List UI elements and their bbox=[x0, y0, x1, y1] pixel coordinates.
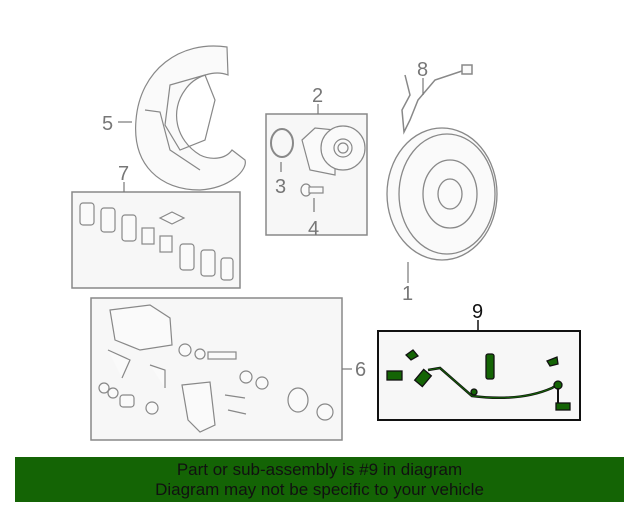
callout-2[interactable]: 2 bbox=[312, 85, 323, 107]
callout-8[interactable]: 8 bbox=[417, 59, 428, 81]
caliper-parts-drawing[interactable] bbox=[98, 304, 334, 433]
o-ring-drawing[interactable] bbox=[270, 128, 294, 158]
brake-pads-drawing[interactable] bbox=[79, 202, 234, 281]
callout-4[interactable]: 4 bbox=[308, 218, 319, 240]
callout-9[interactable]: 9 bbox=[472, 301, 483, 323]
banner-line-1: Part or sub-assembly is #9 in diagram bbox=[176, 460, 463, 479]
banner-line-2: Diagram may not be specific to your vehi… bbox=[155, 480, 484, 499]
sensor-bracket-drawing[interactable] bbox=[401, 64, 473, 135]
abs-sensor-box bbox=[377, 330, 581, 421]
callout-7[interactable]: 7 bbox=[118, 163, 129, 185]
abs-sensor-drawing[interactable] bbox=[386, 349, 571, 411]
callout-5[interactable]: 5 bbox=[102, 113, 113, 135]
hub-drawing[interactable] bbox=[301, 125, 366, 176]
splash-shield-drawing[interactable] bbox=[135, 45, 246, 191]
callout-1[interactable]: 1 bbox=[402, 283, 413, 305]
callout-3[interactable]: 3 bbox=[275, 176, 286, 198]
fitment-banner: Part or sub-assembly is #9 in diagram Di… bbox=[15, 457, 624, 502]
callout-6[interactable]: 6 bbox=[355, 359, 366, 381]
rotor-drawing[interactable] bbox=[386, 127, 498, 261]
hub-bolt-drawing[interactable] bbox=[300, 183, 324, 197]
